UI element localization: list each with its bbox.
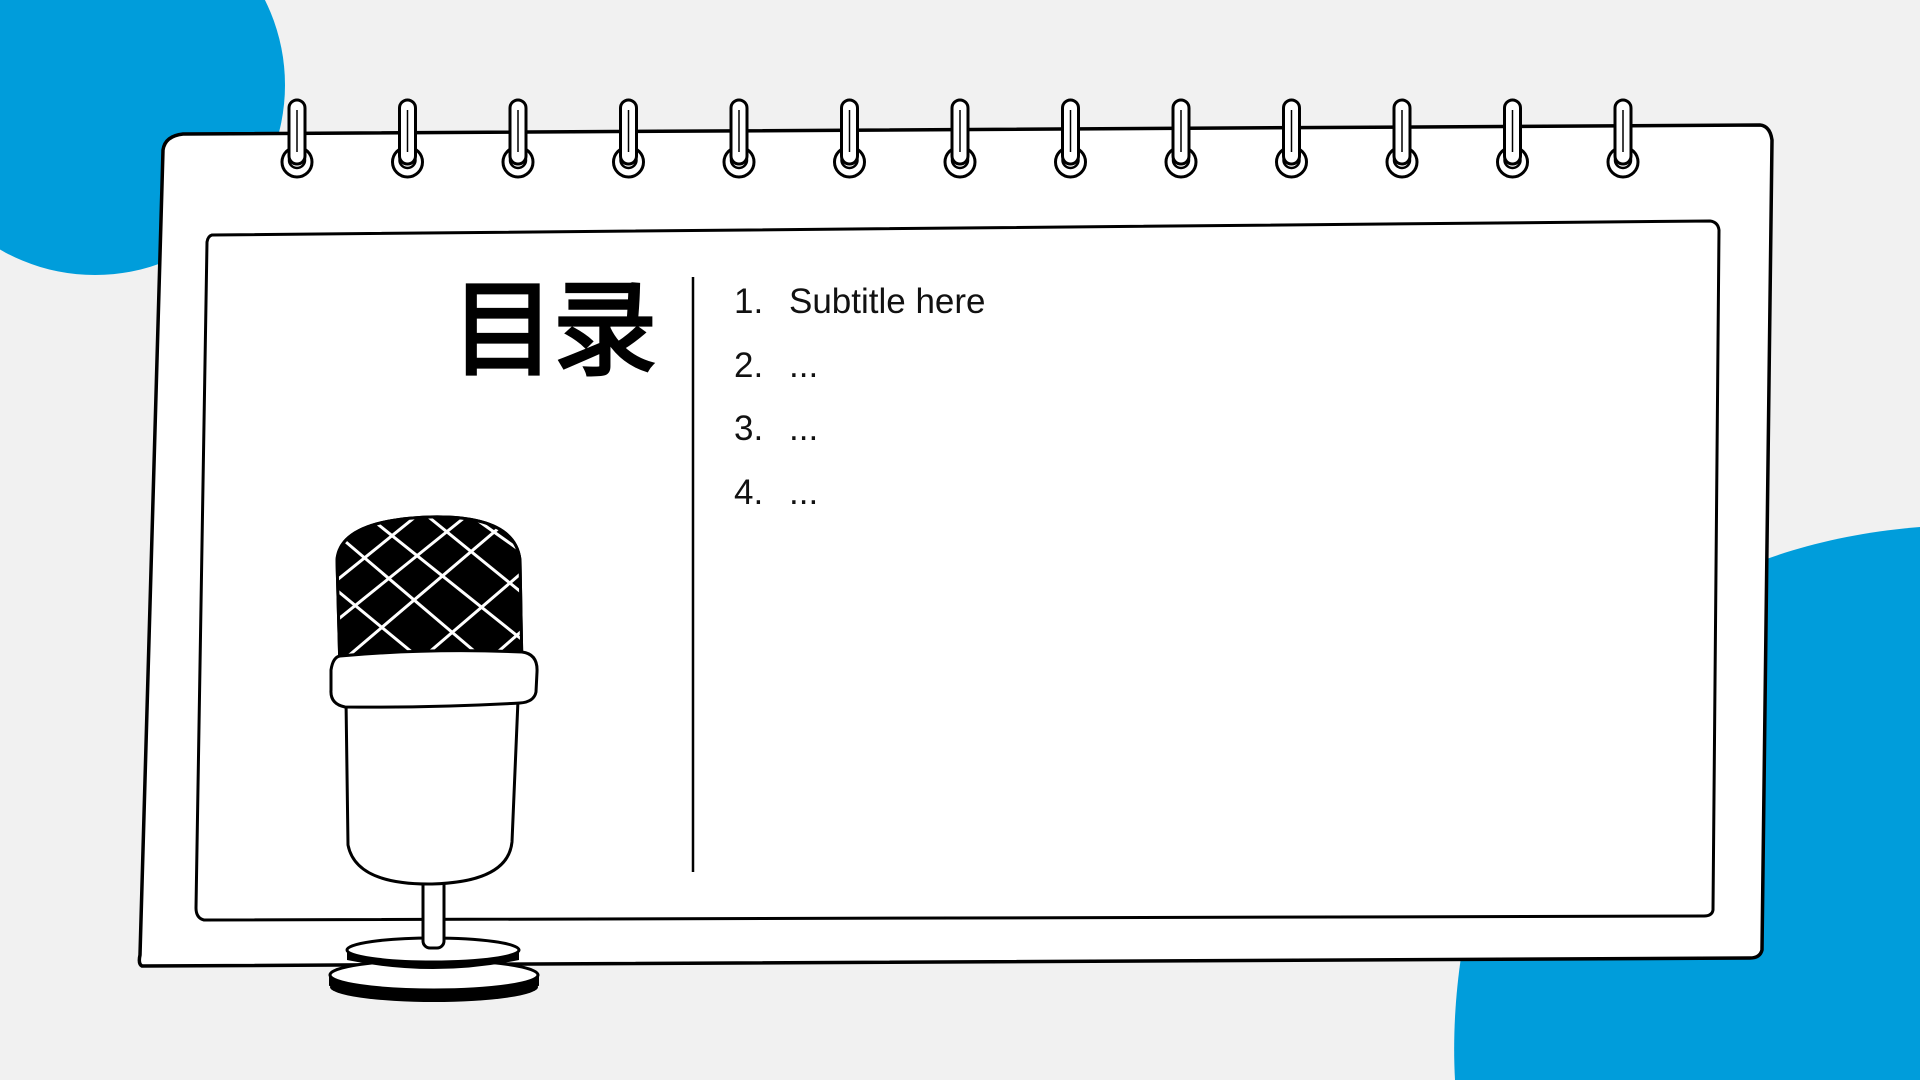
list-item-number: 3. — [734, 409, 764, 448]
spiral-binding-ring-icon — [1164, 98, 1198, 179]
list-item: 2. ... — [734, 346, 986, 410]
spiral-binding-ring-icon — [1606, 98, 1640, 179]
spiral-binding — [280, 98, 1640, 179]
spiral-binding-ring-icon — [1385, 98, 1419, 179]
list-item: 4. ... — [734, 473, 986, 537]
spiral-binding-ring-icon — [501, 98, 535, 179]
microphone-icon — [328, 515, 540, 1002]
spiral-binding-ring-icon — [943, 98, 977, 179]
spiral-binding-ring-icon — [1054, 98, 1087, 179]
spiral-binding-ring-icon — [833, 98, 866, 179]
list-item-text: ... — [789, 472, 819, 512]
list-item-number: 1. — [734, 282, 764, 321]
table-of-contents: 1. Subtitle here 2. ... 3. ... 4. ... — [734, 282, 986, 536]
list-item-number: 4. — [734, 472, 764, 512]
spiral-binding-ring-icon — [612, 98, 645, 179]
list-item-text: Subtitle here — [789, 282, 986, 321]
paper-sheet — [194, 219, 1721, 922]
spiral-binding-ring-icon — [722, 98, 756, 179]
page-title: 目录 — [450, 269, 657, 391]
list-item-text: ... — [789, 345, 819, 385]
list-item: 3. ... — [734, 409, 986, 473]
list-item-number: 2. — [734, 345, 764, 385]
list-item-text: ... — [789, 409, 819, 448]
spiral-binding-ring-icon — [1275, 98, 1308, 179]
list-item: 1. Subtitle here — [734, 282, 986, 346]
spiral-binding-ring-icon — [1496, 98, 1529, 179]
spiral-binding-ring-icon — [391, 98, 424, 179]
spiral-binding-ring-icon — [280, 98, 314, 179]
